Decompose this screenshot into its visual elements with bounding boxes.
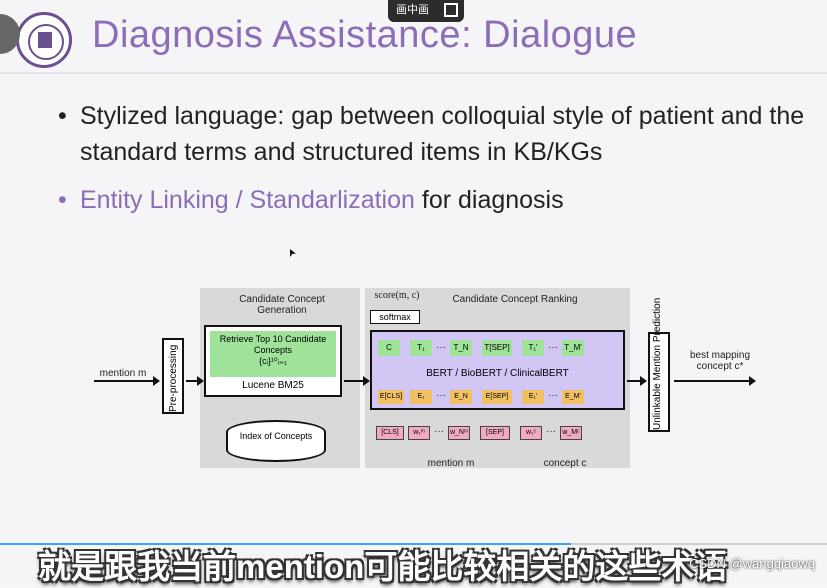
preprocessing-box [162, 338, 184, 414]
embedding-token: E_M' [562, 390, 584, 404]
output-token: T_M' [562, 340, 584, 356]
output-token: C [378, 340, 400, 356]
preprocessing-label: Pre-processing [168, 344, 179, 412]
output-arrow [674, 376, 756, 386]
entity-linking-figure: Candidate Concept Generation Candidate C… [90, 280, 770, 480]
retrieve-box: Retrieve Top 10 Candidate Concepts {cᵢ}¹… [210, 331, 336, 377]
expand-icon[interactable] [444, 3, 458, 17]
input-token: ··· [546, 426, 556, 437]
bert-label: BERT / BioBERT / ClinicalBERT [426, 368, 569, 379]
output-token: T_N [450, 340, 472, 356]
pip-label: 画中画 [396, 4, 429, 16]
arrow [186, 376, 204, 386]
video-progress-fill [0, 543, 571, 545]
bullet-highlight: Entity Linking / Standarlization [80, 186, 415, 214]
output-token: T₁ [410, 340, 432, 356]
output-token: T[SEP] [482, 340, 512, 356]
bullet-dot: • [58, 186, 67, 214]
watermark: CSDN @wangqiaowq [689, 556, 815, 571]
output-token: ··· [436, 342, 446, 353]
bullet-dot: • [58, 102, 67, 130]
best-mapping-label: best mapping concept c* [689, 350, 751, 372]
embedding-token: E[CLS] [378, 390, 404, 404]
video-subtitle: 就是跟我当前mention可能比较相关的这些术语 [38, 548, 728, 585]
mention-input-label: mention m [99, 368, 147, 379]
bert-box: C T₁ ··· T_N T[SEP] T₁' ··· T_M' BERT / … [370, 330, 625, 410]
embedding-token: E₁' [522, 390, 544, 404]
input-token: ··· [434, 426, 444, 437]
input-token: [CLS] [376, 426, 404, 440]
university-logo-icon [16, 12, 72, 68]
bullet-item: • Entity Linking / Standarlization for d… [58, 182, 823, 218]
generation-title: Candidate Concept Generation [239, 294, 325, 316]
unlinkable-label: Unlinkable Mention Prediction [652, 297, 663, 430]
bullet-text: Stylized language: gap between colloquia… [80, 102, 805, 166]
index-label: Index of Concepts [239, 431, 313, 441]
input-token: [SEP] [480, 426, 510, 440]
input-token: w₁ᵐ [408, 426, 430, 440]
candidate-generation-box: Retrieve Top 10 Candidate Concepts {cᵢ}¹… [204, 325, 342, 397]
input-token: w_Mᶜ [560, 426, 582, 440]
softmax-box: softmax [370, 310, 420, 324]
ranking-title: Candidate Concept Ranking [452, 294, 578, 305]
arrow [627, 376, 647, 386]
bullet-list: • Stylized language: gap between colloqu… [58, 98, 823, 218]
embedding-token: ··· [548, 390, 558, 401]
input-token: w₁ᶜ [520, 426, 542, 440]
slide-title: Diagnosis Assistance: Dialogue [92, 14, 638, 56]
score-label: score(m, c) [374, 290, 420, 301]
bullet-item: • Stylized language: gap between colloqu… [58, 98, 823, 170]
mouse-cursor-icon [290, 249, 296, 257]
input-token: w_Nᵐ [448, 426, 470, 440]
concept-index-db-icon: Index of Concepts [226, 420, 326, 462]
arrow [344, 376, 370, 386]
mention-group-label: mention m [427, 458, 475, 469]
embedding-token: E[SEP] [482, 390, 512, 404]
output-token: ··· [548, 342, 558, 353]
concept-group-label: concept c [543, 458, 587, 469]
lucene-label: Lucene BM25 [242, 380, 304, 391]
output-token: T₁' [522, 340, 544, 356]
input-arrow [94, 376, 160, 386]
title-divider [0, 72, 827, 74]
unlinkable-box [648, 332, 670, 432]
pip-button[interactable]: 画中画 [388, 0, 464, 22]
video-progress-bar[interactable] [0, 543, 827, 545]
retrieve-label: Retrieve Top 10 Candidate Concepts [219, 334, 327, 355]
embedding-token: E_N [450, 390, 472, 404]
retrieve-set-label: {cᵢ}¹⁰ᵢ₌₁ [259, 356, 287, 366]
bullet-text: for diagnosis [414, 186, 564, 214]
embedding-token: E₁ [410, 390, 432, 404]
side-control-button[interactable] [0, 14, 20, 54]
embedding-token: ··· [436, 390, 446, 401]
